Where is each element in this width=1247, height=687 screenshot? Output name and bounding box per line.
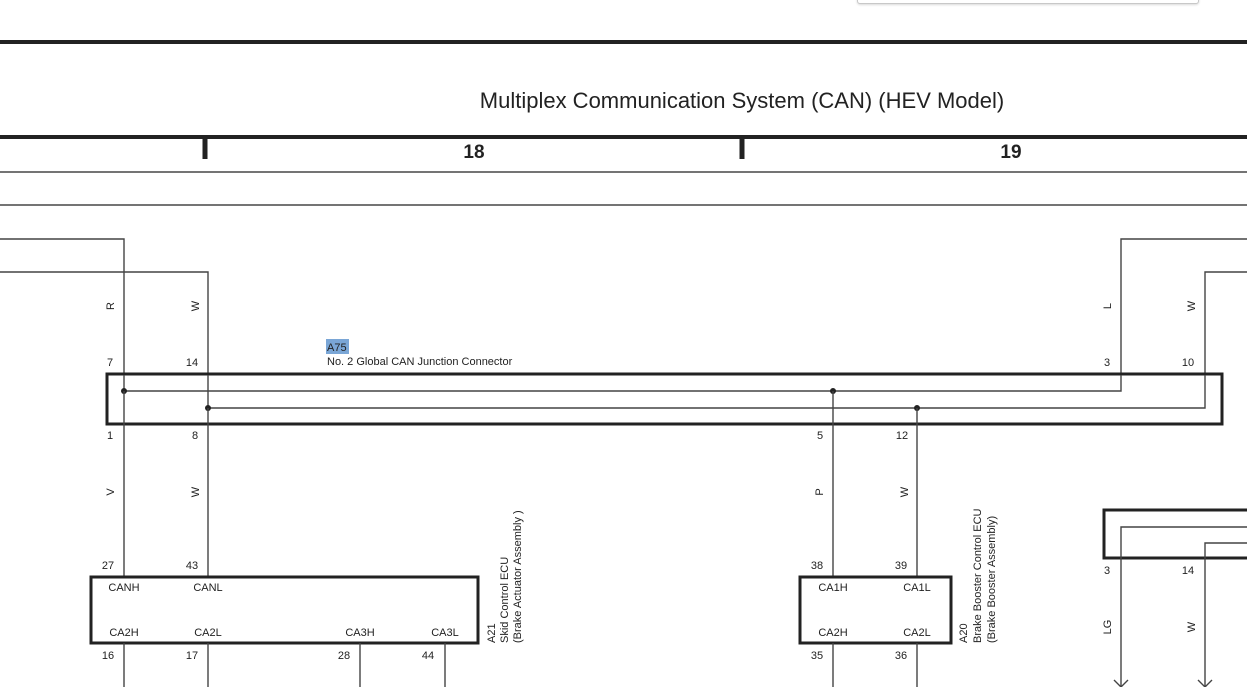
search-box[interactable] bbox=[857, 0, 1199, 4]
booster-pin-39: 39 bbox=[895, 560, 907, 572]
booster-ecu-code: A20 bbox=[958, 623, 970, 643]
junction-connector-name: No. 2 Global CAN Junction Connector bbox=[327, 356, 513, 368]
right-wire-lg bbox=[1120, 526, 1247, 687]
ground-symbol-2 bbox=[1197, 679, 1213, 687]
jc-pin-14: 14 bbox=[186, 357, 198, 369]
wire-color-r: R bbox=[105, 302, 117, 310]
jc-pin-8: 8 bbox=[192, 430, 198, 442]
bus-high bbox=[123, 375, 1122, 392]
wire-color-w-4: W bbox=[899, 486, 911, 497]
jc-pin-12: 12 bbox=[896, 430, 908, 442]
wire-r-in bbox=[0, 238, 125, 375]
booster-pin-35: 35 bbox=[811, 650, 823, 662]
wire-color-p: P bbox=[814, 488, 826, 495]
wire-color-w-3: W bbox=[190, 486, 202, 497]
connector-code-highlight bbox=[326, 339, 349, 354]
ground-symbol-1 bbox=[1113, 679, 1129, 687]
wire-color-w-1: W bbox=[190, 300, 202, 311]
booster-ecu-name: Brake Booster Control ECU bbox=[972, 508, 984, 643]
right-wire-w bbox=[1204, 542, 1247, 687]
jc-pin-7: 7 bbox=[107, 357, 113, 369]
skid-ecu-sub: (Brake Actuator Assembly ) bbox=[512, 510, 524, 643]
page-title: Multiplex Communication System (CAN) (HE… bbox=[480, 88, 1004, 113]
skid-signal-ca2h: CA2H bbox=[109, 627, 138, 639]
booster-signal-ca2h: CA2H bbox=[818, 627, 847, 639]
skid-signal-ca3h: CA3H bbox=[345, 627, 374, 639]
jc-pin-3: 3 bbox=[1104, 357, 1110, 369]
skid-signal-ca3l: CA3L bbox=[431, 627, 459, 639]
wire-w-in-right bbox=[1204, 271, 1247, 375]
skid-pin-44: 44 bbox=[422, 650, 434, 662]
skid-pin-28: 28 bbox=[338, 650, 350, 662]
booster-ecu-sub: (Brake Booster Assembly) bbox=[986, 516, 998, 643]
booster-signal-ca1h: CA1H bbox=[818, 582, 847, 594]
right-connector-box bbox=[1102, 508, 1247, 560]
page-number-18: 18 bbox=[463, 142, 484, 163]
booster-signal-ca2l: CA2L bbox=[903, 627, 931, 639]
skid-signal-ca2l: CA2L bbox=[194, 627, 222, 639]
wire-color-lg: LG bbox=[1102, 620, 1114, 635]
skid-signal-canh: CANH bbox=[108, 582, 139, 594]
bus-low bbox=[207, 375, 1206, 409]
wire-l-in bbox=[1120, 238, 1247, 375]
skid-pin-27: 27 bbox=[102, 560, 114, 572]
wire-color-l: L bbox=[1102, 303, 1114, 309]
skid-pin-17: 17 bbox=[186, 650, 198, 662]
booster-pin-38: 38 bbox=[811, 560, 823, 572]
jc-pin-1: 1 bbox=[107, 430, 113, 442]
junction-connector-box bbox=[105, 372, 1224, 426]
booster-pin-36: 36 bbox=[895, 650, 907, 662]
wire-w-in-left bbox=[0, 271, 209, 375]
skid-ecu-name: Skid Control ECU bbox=[499, 557, 511, 643]
right-pin-14: 14 bbox=[1182, 565, 1194, 577]
wire-color-v: V bbox=[105, 488, 117, 496]
page-number-19: 19 bbox=[1000, 142, 1021, 163]
booster-ecu-box bbox=[798, 575, 953, 645]
skid-pin-16: 16 bbox=[102, 650, 114, 662]
junction-connector-code: A75 bbox=[327, 342, 347, 354]
booster-signal-ca1l: CA1L bbox=[903, 582, 931, 594]
skid-pin-43: 43 bbox=[186, 560, 198, 572]
skid-signal-canl: CANL bbox=[193, 582, 222, 594]
wire-color-w-2: W bbox=[1186, 300, 1198, 311]
skid-ecu-code: A21 bbox=[486, 623, 498, 643]
jc-pin-10: 10 bbox=[1182, 357, 1194, 369]
wire-color-w-5: W bbox=[1186, 621, 1198, 632]
skid-ecu-box bbox=[89, 575, 480, 645]
jc-pin-5: 5 bbox=[817, 430, 823, 442]
right-pin-3: 3 bbox=[1104, 565, 1110, 577]
